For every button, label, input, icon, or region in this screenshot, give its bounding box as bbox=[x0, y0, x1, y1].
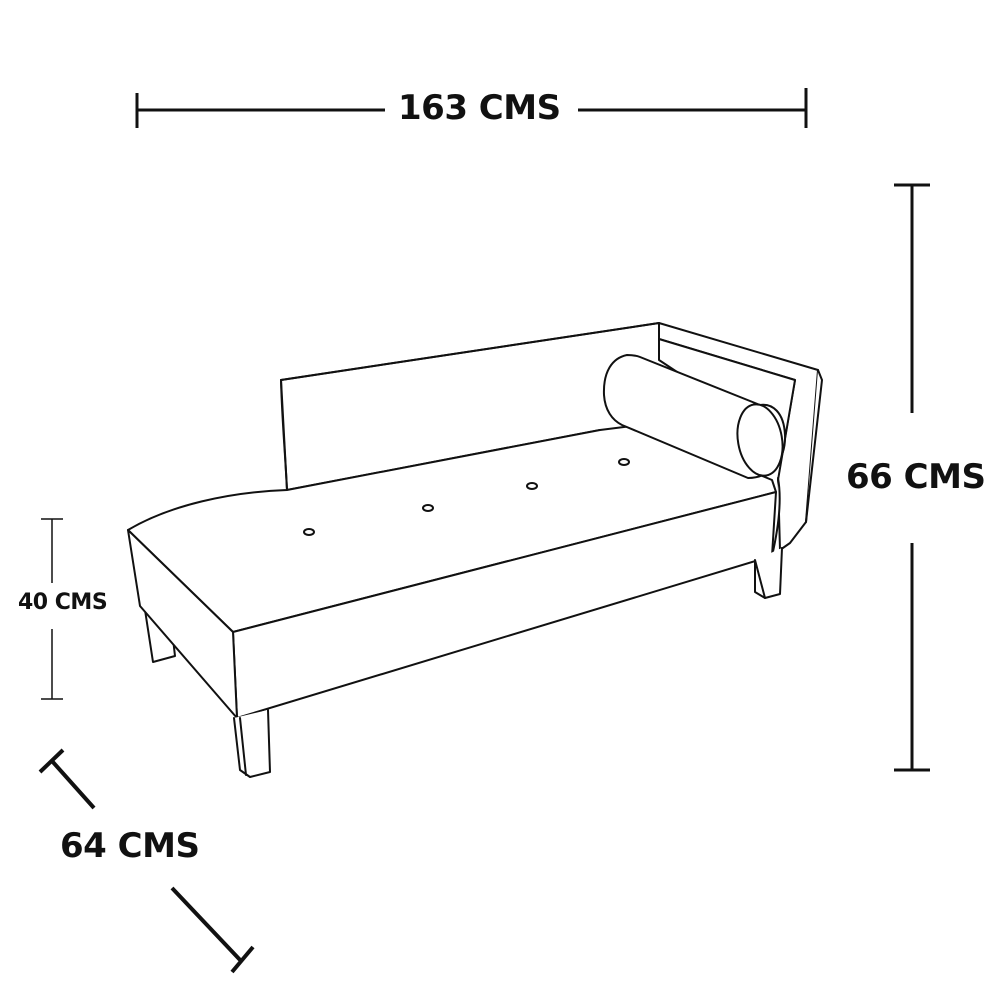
tuft-button bbox=[422, 504, 434, 512]
seat-height-label: 40 CMS bbox=[18, 590, 108, 615]
depth-dimension-line bbox=[38, 748, 255, 974]
tuft-button bbox=[526, 482, 538, 490]
bolster-end bbox=[736, 403, 784, 477]
leg-front-left bbox=[233, 709, 271, 778]
tuft-button bbox=[303, 528, 315, 536]
depth-label: 64 CMS bbox=[60, 826, 200, 866]
width-dimension-line bbox=[135, 88, 808, 128]
height-dimension-line bbox=[894, 183, 930, 772]
tuft-button bbox=[618, 458, 630, 466]
width-label: 163 CMS bbox=[398, 88, 561, 128]
seat-height-dimension-line bbox=[41, 518, 63, 700]
height-label: 66 CMS bbox=[846, 457, 986, 497]
sofa-outline bbox=[127, 322, 823, 778]
